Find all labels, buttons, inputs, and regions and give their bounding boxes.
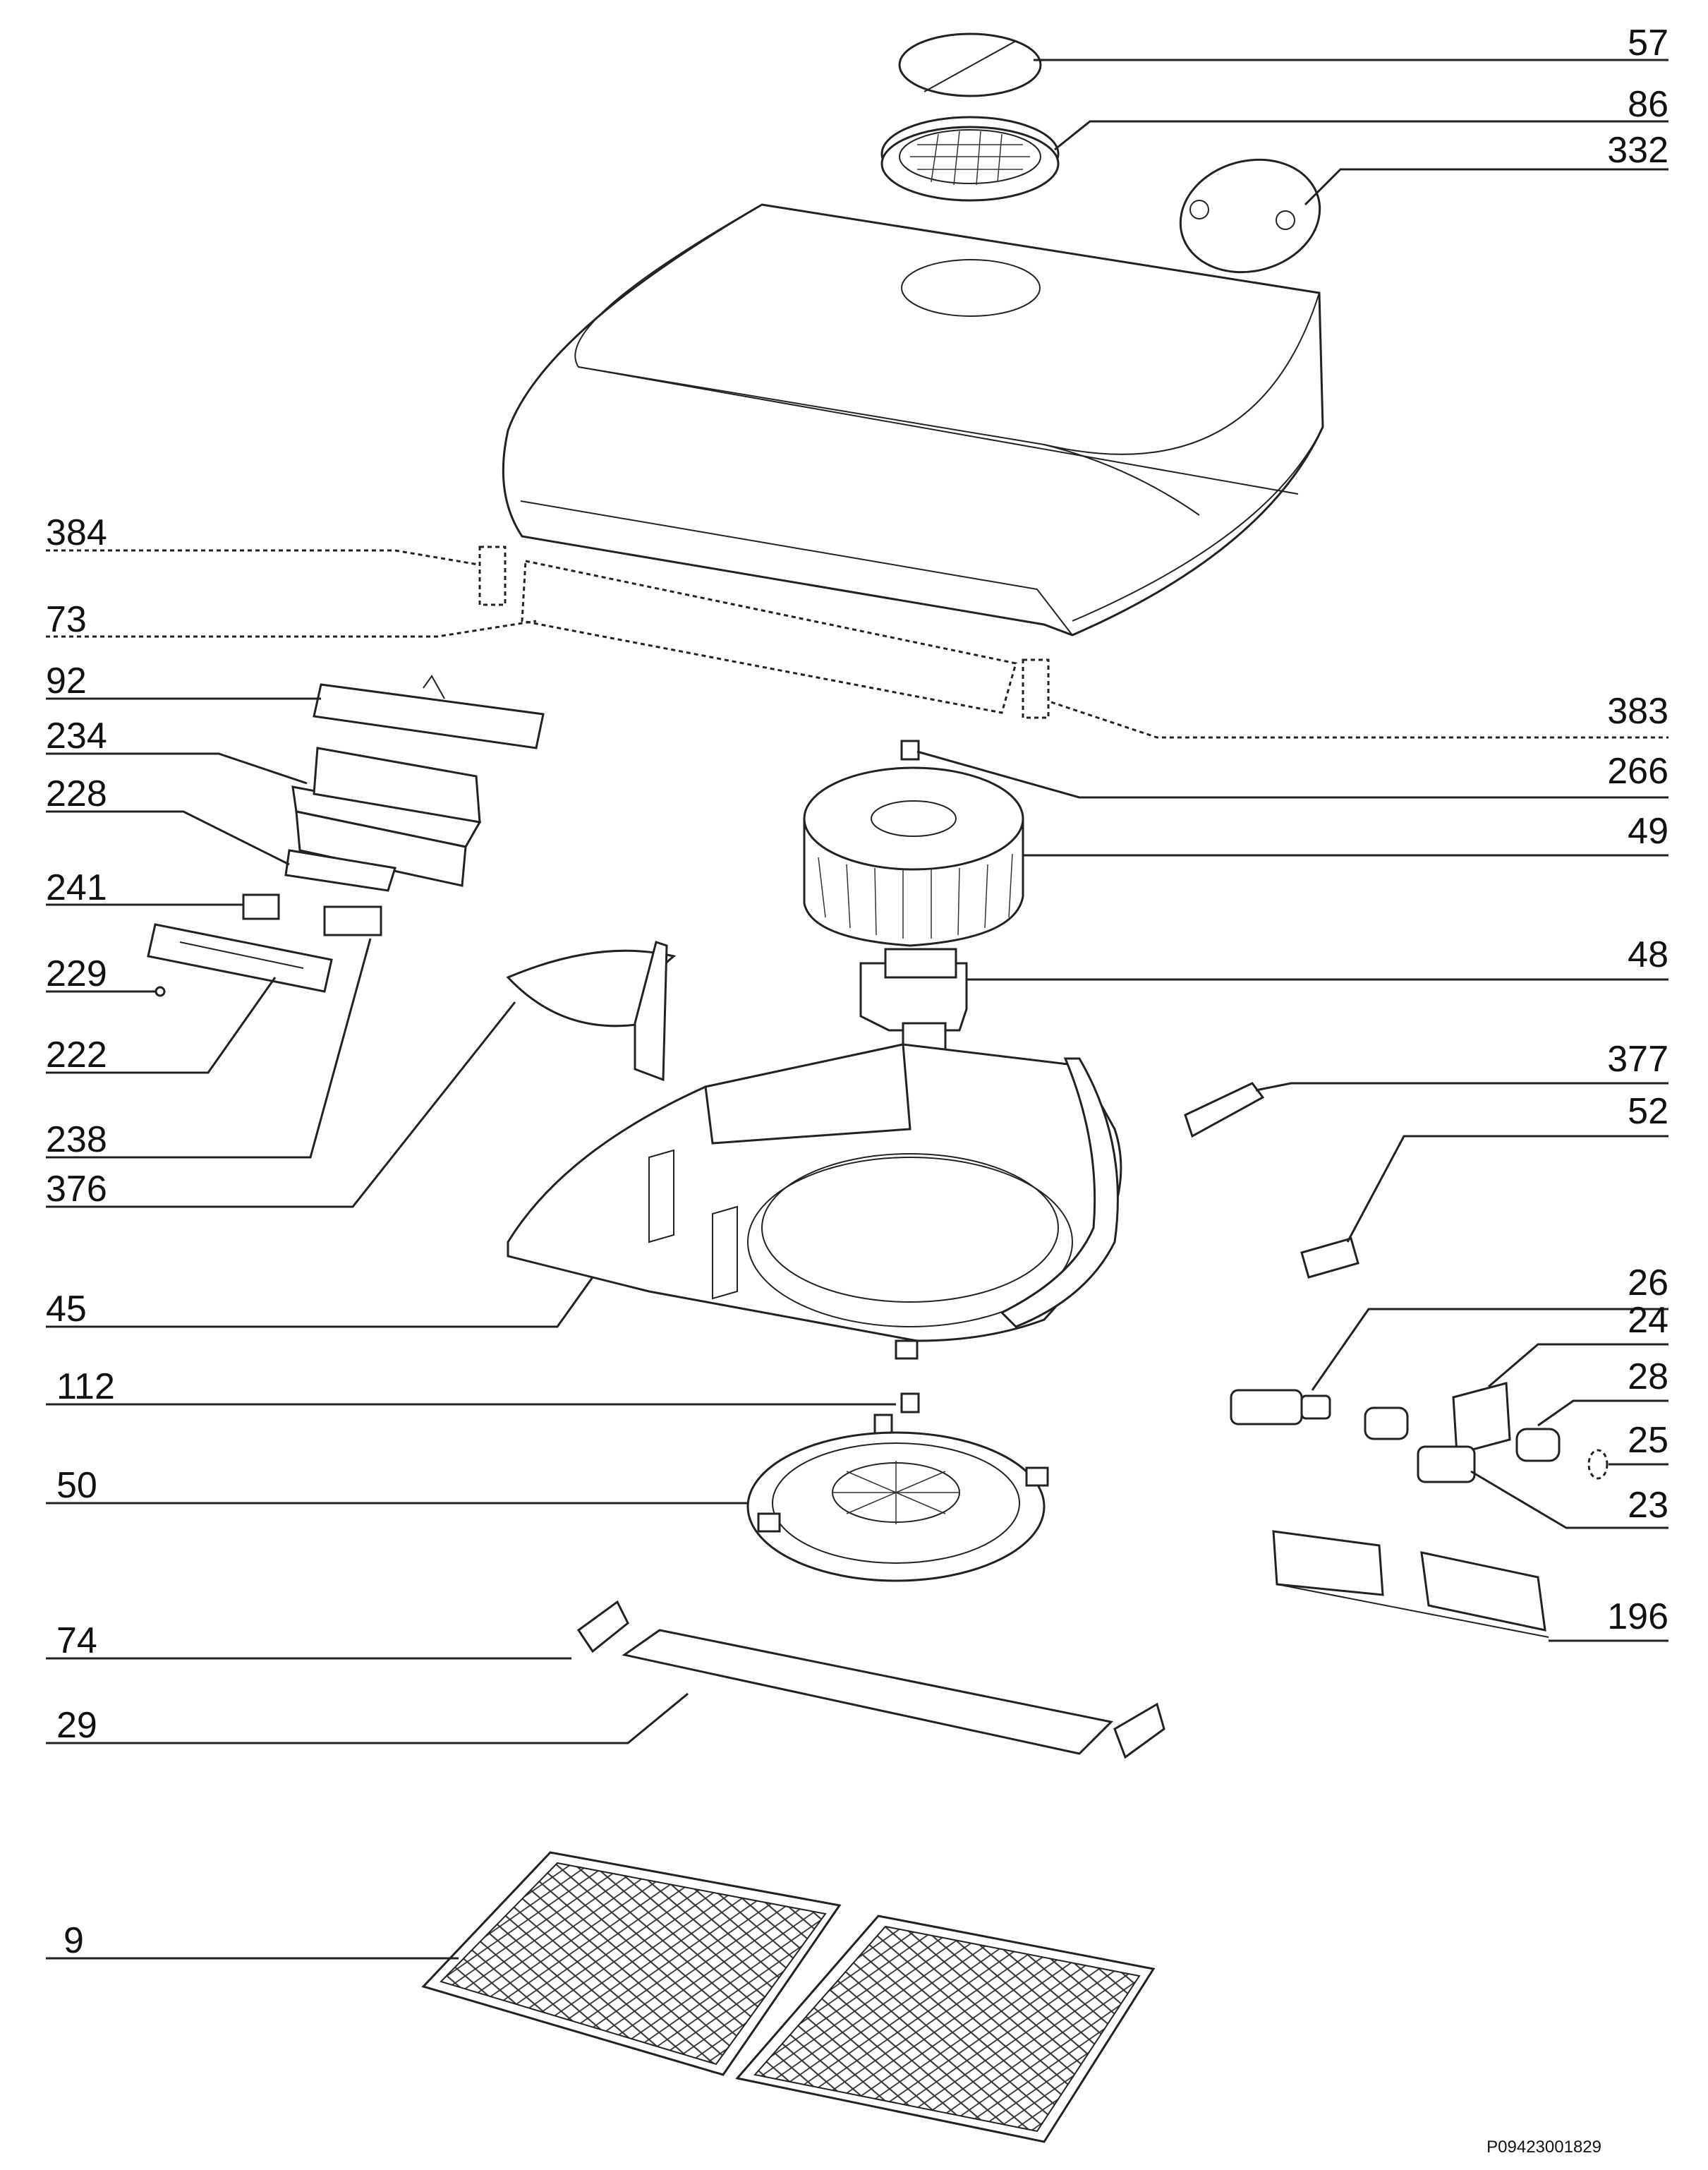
part-49-fan-wheel <box>803 766 1024 947</box>
label-50: 50 <box>56 1465 97 1506</box>
part-332-gasket <box>1179 158 1321 274</box>
part-234-switch-box <box>291 747 482 887</box>
leader-lines <box>46 59 1668 1960</box>
label-23: 23 <box>1628 1485 1668 1526</box>
label-9: 9 <box>63 1920 84 1961</box>
part-92-bracket <box>313 675 545 749</box>
label-29: 29 <box>56 1705 97 1746</box>
label-266: 266 <box>1607 751 1668 792</box>
label-73: 73 <box>46 599 87 640</box>
label-383: 383 <box>1607 691 1668 732</box>
part-238-knob <box>323 905 382 936</box>
part-266-nut <box>900 740 920 761</box>
label-241: 241 <box>46 867 107 908</box>
part-29-filter-strip <box>622 1629 1114 1755</box>
label-332: 332 <box>1607 130 1668 171</box>
part-73-strip <box>521 560 1017 714</box>
part-50-motor-plate <box>746 1431 1049 1582</box>
part-hood-body <box>502 203 1324 637</box>
part-86-grille <box>880 116 1060 202</box>
label-196: 196 <box>1607 1596 1668 1637</box>
part-196-lamp-cover <box>1272 1530 1549 1638</box>
label-48: 48 <box>1628 934 1668 975</box>
label-49: 49 <box>1628 811 1668 852</box>
part-57-cover-disc <box>898 32 1042 97</box>
part-377-clip <box>1184 1082 1265 1138</box>
part-28-lamp <box>1515 1428 1561 1462</box>
label-92: 92 <box>46 661 87 701</box>
label-229: 229 <box>46 953 107 994</box>
part-376-deflector <box>506 941 677 1082</box>
part-112-nut <box>873 1392 920 1435</box>
label-26: 26 <box>1628 1262 1668 1303</box>
part-9-grease-filters <box>421 1851 1156 2143</box>
part-384-clip <box>478 545 507 606</box>
label-222: 222 <box>46 1035 107 1075</box>
part-26-lamp-socket <box>1230 1389 1331 1425</box>
label-57: 57 <box>1628 23 1668 64</box>
part-52-connector <box>1300 1237 1359 1279</box>
label-112: 112 <box>56 1366 115 1407</box>
label-376: 376 <box>46 1169 107 1210</box>
part-labels: 57 86 332 384 73 383 92 234 228 241 229 … <box>46 23 1668 1961</box>
drawing-code: P09423001829 <box>1486 2138 1601 2157</box>
part-228-switch <box>284 849 396 892</box>
part-241-knob <box>242 893 280 920</box>
part-48-motor <box>859 948 968 1053</box>
label-234: 234 <box>46 716 107 757</box>
part-24-lamp-bracket <box>1364 1382 1511 1455</box>
label-52: 52 <box>1628 1091 1668 1132</box>
label-86: 86 <box>1628 84 1668 125</box>
part-222-control-panel <box>147 923 333 993</box>
part-23-lamp-holder <box>1417 1445 1476 1483</box>
label-25: 25 <box>1628 1420 1668 1461</box>
label-228: 228 <box>46 773 107 814</box>
part-74-filter-clip <box>576 1600 1165 1759</box>
label-238: 238 <box>46 1119 107 1160</box>
part-229-screw <box>155 986 166 997</box>
label-377: 377 <box>1607 1039 1668 1080</box>
label-384: 384 <box>46 512 107 553</box>
label-24: 24 <box>1628 1300 1668 1341</box>
part-25-lamp-cap <box>1587 1449 1609 1480</box>
label-74: 74 <box>56 1620 97 1661</box>
part-383-clip <box>1022 658 1050 719</box>
label-28: 28 <box>1628 1356 1668 1397</box>
label-45: 45 <box>46 1289 87 1330</box>
part-45-housing <box>507 1043 1122 1360</box>
